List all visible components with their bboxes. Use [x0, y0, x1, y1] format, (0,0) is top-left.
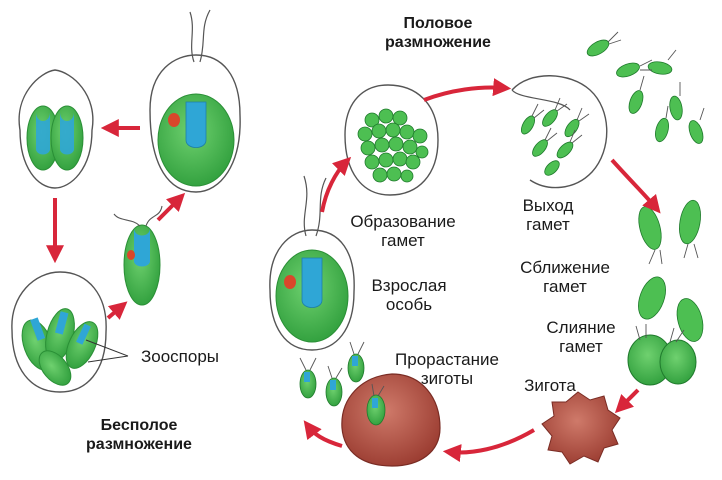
label-gamete-release: Выход гамет — [508, 196, 588, 234]
free-gametes — [586, 39, 704, 144]
arrow-zoospore-to-mature — [156, 192, 186, 222]
label-gamete-fusion-line-2: гамет — [559, 337, 603, 356]
adult-cell — [269, 175, 355, 351]
arrow-adult-to-gametangium — [320, 156, 352, 213]
label-gamete-formation-line-1: Образование — [350, 212, 456, 231]
label-gamete-approach-line-2: гамет — [543, 277, 587, 296]
fusing-gametes — [638, 276, 704, 342]
gamete-release-cell — [511, 75, 608, 189]
sexual-reproduction-title: Половое размножение — [368, 14, 508, 52]
zygote-forming — [627, 324, 697, 386]
label-gamete-release-line-1: Выход — [522, 196, 574, 215]
approaching-gametes — [638, 199, 701, 250]
label-adult-line-2: особь — [385, 295, 433, 314]
gamete-cluster — [357, 108, 429, 183]
label-gamete-formation: Образование гамет — [340, 212, 466, 250]
asexual-title-line-2: размножение — [86, 436, 192, 453]
arrow-germination-to-adult — [303, 420, 343, 448]
label-gamete-fusion: Слияние гамет — [536, 318, 626, 356]
label-gamete-formation-line-2: гамет — [381, 231, 425, 250]
label-zygote-germination: Прорастание зиготы — [386, 350, 508, 388]
label-zoospores: Зооспоры — [140, 347, 219, 366]
label-zygote: Зигота — [524, 376, 576, 395]
label-zygote-germination-line-1: Прорастание — [395, 350, 499, 369]
sexual-title-line-1: Половое — [403, 15, 473, 32]
sexual-title-line-2: размножение — [385, 34, 491, 51]
label-gamete-approach-line-1: Сближение — [520, 258, 610, 277]
label-gamete-approach: Сближение гамет — [510, 258, 620, 296]
arrow-sporangium-to-zoospore — [106, 301, 128, 320]
arrow-release-to-approach — [610, 158, 661, 214]
label-gamete-fusion-line-1: Слияние — [546, 318, 616, 337]
germinating-zygote — [299, 341, 441, 467]
asexual-title-line-1: Бесполое — [100, 417, 178, 434]
zoospore-pointer-lines — [85, 339, 129, 363]
zygote-spiny — [541, 391, 621, 465]
asexual-cell-dividing — [18, 69, 94, 189]
asexual-mature-cell — [149, 9, 241, 193]
zoosporangium — [11, 271, 107, 393]
arrow-zygote-to-germination — [442, 428, 536, 463]
asexual-reproduction-title: Бесполое размножение — [64, 416, 214, 454]
free-zoospore — [113, 205, 163, 306]
label-adult: Взрослая особь — [364, 276, 454, 314]
gametangium — [344, 84, 439, 196]
arrow-forming-to-zygote — [614, 388, 640, 414]
arrow-gametangium-to-release — [423, 78, 512, 102]
cycle-arrows — [46, 78, 661, 463]
label-adult-line-1: Взрослая — [371, 276, 447, 295]
label-zygote-germination-line-2: зиготы — [420, 369, 474, 388]
label-gamete-release-line-2: гамет — [526, 215, 570, 234]
